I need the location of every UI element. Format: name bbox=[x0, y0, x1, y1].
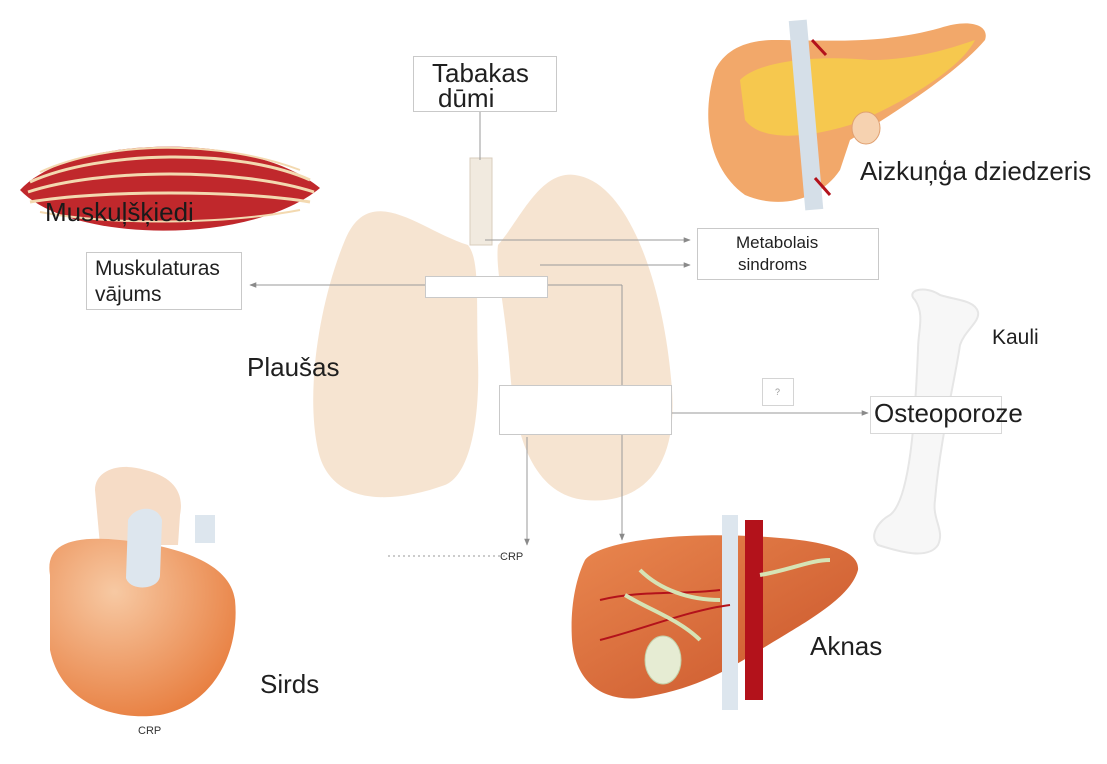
bones-label: Kauli bbox=[992, 326, 1039, 350]
heart-illustration bbox=[49, 467, 235, 716]
osteoporosis-label: Osteoporoze bbox=[874, 399, 1023, 429]
metabolic-syndrome-line1: Metabolais bbox=[736, 233, 818, 253]
crp-center-label: CRP bbox=[500, 551, 523, 564]
liver-illustration bbox=[572, 515, 859, 710]
unknown-link-box: ? bbox=[762, 378, 794, 406]
metabolic-syndrome-line2: sindroms bbox=[738, 255, 807, 275]
muscle-weakness-box: Muskulaturas vājums bbox=[86, 252, 242, 310]
cardiovascular-pathology-box bbox=[235, 545, 385, 567]
tobacco-smoke-line2: dūmi bbox=[438, 84, 494, 114]
metabolic-syndrome-box: Metabolais sindroms bbox=[697, 228, 879, 280]
heart-label: Sirds bbox=[260, 670, 319, 700]
crp-bottom-label: CRP bbox=[138, 725, 161, 738]
systemic-inflammation-box bbox=[499, 385, 672, 435]
muscle-weakness-line2: vājums bbox=[95, 283, 162, 307]
pancreas-label: Aizkuņģa dziedzeris bbox=[860, 157, 1091, 187]
question-mark: ? bbox=[775, 387, 780, 397]
liver-label: Aknas bbox=[810, 632, 882, 662]
inflammation-box bbox=[425, 276, 548, 298]
muscle-fibers-label: Muskuļšķiedi bbox=[45, 198, 194, 228]
lungs-illustration bbox=[313, 158, 672, 500]
osteoporosis-box: Osteoporoze bbox=[870, 396, 1002, 434]
tobacco-smoke-box: Tabakas dūmi bbox=[413, 56, 557, 112]
lungs-label: Plaušas bbox=[247, 353, 340, 383]
muscle-weakness-line1: Muskulaturas bbox=[95, 257, 220, 281]
